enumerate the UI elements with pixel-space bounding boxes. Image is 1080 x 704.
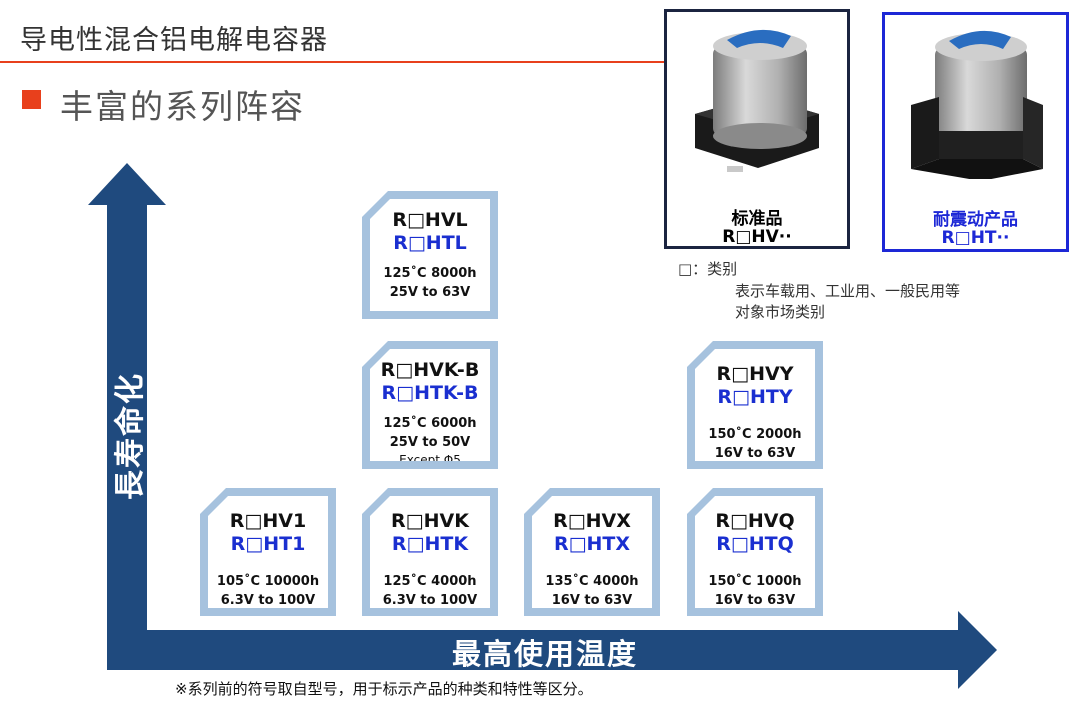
- capacitor-anti-vibration-icon: [911, 30, 1043, 179]
- series-voltage-range: 6.3V to 100V: [220, 593, 316, 608]
- legend-line-2: 对象市场类别: [735, 303, 826, 321]
- series-voltage-range: 25V to 63V: [389, 285, 471, 300]
- series-voltage-range: 16V to 63V: [714, 593, 796, 608]
- series-temp-life: 150˚C 2000h: [708, 427, 802, 442]
- series-model-standard: R□HVY: [716, 363, 794, 385]
- series-voltage-range: 16V to 63V: [714, 446, 796, 461]
- series-temp-life: 135˚C 4000h: [545, 574, 639, 589]
- series-temp-life: 125˚C 6000h: [383, 416, 477, 431]
- bullet-square-icon: [22, 90, 41, 109]
- series-model-vibration: R□HTY: [717, 386, 793, 408]
- vertical-arrow: [88, 163, 166, 668]
- series-temp-life: 125˚C 4000h: [383, 574, 477, 589]
- legend-symbol: □：类别: [678, 260, 738, 278]
- series-voltage-range: 16V to 63V: [551, 593, 633, 608]
- series-temp-life: 125˚C 8000h: [383, 266, 477, 281]
- series-model-standard: R□HV1: [229, 510, 307, 532]
- series-card-hvk[interactable]: R□HVK R□HTK 125˚C 4000h 6.3V to 100V: [362, 488, 498, 616]
- series-note: Except Φ5: [399, 453, 461, 467]
- series-model-vibration: R□HTK-B: [381, 382, 479, 404]
- series-model-standard: R□HVQ: [715, 510, 795, 532]
- horizontal-arrow: [107, 611, 997, 689]
- product-anti-vibration: 耐震动产品 R□HT··: [882, 12, 1069, 252]
- series-card-hvk-b[interactable]: R□HVK-B R□HTK-B 125˚C 6000h 25V to 50V E…: [362, 341, 498, 469]
- series-model-vibration: R□HTQ: [716, 533, 794, 555]
- series-card-hv1[interactable]: R□HV1 R□HT1 105˚C 10000h 6.3V to 100V: [200, 488, 336, 616]
- product-standard-code: R□HV··: [722, 227, 792, 247]
- series-card-hvx[interactable]: R□HVX R□HTX 135˚C 4000h 16V to 63V: [524, 488, 660, 616]
- series-card-hvy[interactable]: R□HVY R□HTY 150˚C 2000h 16V to 63V: [687, 341, 823, 469]
- series-model-vibration: R□HTL: [393, 232, 467, 254]
- series-model-vibration: R□HT1: [230, 533, 306, 555]
- product-standard-name: 标准品: [731, 209, 783, 229]
- series-temp-life: 150˚C 1000h: [708, 574, 802, 589]
- capacitor-standard-icon: [695, 29, 819, 172]
- series-model-vibration: R□HTK: [391, 533, 469, 555]
- product-anti-vibration-code: R□HT··: [941, 228, 1010, 248]
- product-anti-vibration-name: 耐震动产品: [933, 210, 1018, 230]
- series-model-standard: R□HVL: [392, 209, 468, 231]
- series-model-vibration: R□HTX: [553, 533, 631, 555]
- product-standard: 标准品 R□HV··: [664, 9, 850, 249]
- title-divider: [0, 61, 665, 63]
- series-model-standard: R□HVX: [553, 510, 631, 532]
- series-card-hvq[interactable]: R□HVQ R□HTQ 150˚C 1000h 16V to 63V: [687, 488, 823, 616]
- series-model-standard: R□HVK: [391, 510, 469, 532]
- legend-line-1: 表示车载用、工业用、一般民用等: [735, 282, 961, 300]
- page-title: 导电性混合铝电解电容器: [20, 25, 328, 56]
- series-model-standard: R□HVK-B: [380, 359, 480, 381]
- vertical-axis-label: 長寿命化: [113, 372, 148, 500]
- series-card-hvl[interactable]: R□HVL R□HTL 125˚C 8000h 25V to 63V: [362, 191, 498, 319]
- footnote: ※系列前的符号取自型号，用于标示产品的种类和特性等区分。: [175, 680, 593, 698]
- horizontal-axis-label: 最高使用温度: [451, 637, 639, 671]
- series-temp-life: 105˚C 10000h: [216, 574, 320, 589]
- series-voltage-range: 6.3V to 100V: [382, 593, 478, 608]
- section-subtitle: 丰富的系列阵容: [60, 87, 305, 126]
- series-voltage-range: 25V to 50V: [389, 435, 471, 450]
